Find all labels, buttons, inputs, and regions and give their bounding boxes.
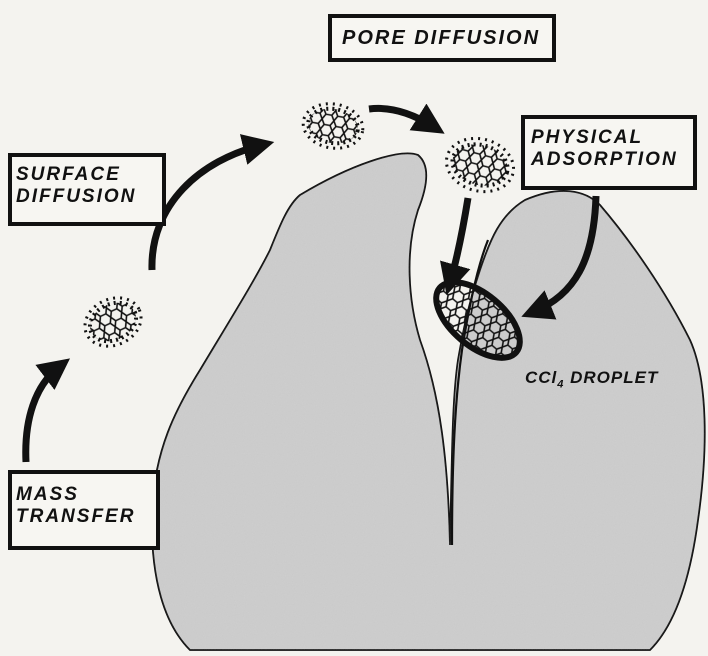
surface-diffusion-label: SURFACE DIFFUSION: [8, 153, 166, 226]
physical-adsorption-label: PHYSICAL ADSORPTION: [521, 115, 697, 190]
arrow-into-pore: [450, 198, 468, 283]
ccl4-droplet-label: CCl4 DROPLET: [525, 368, 658, 390]
arrow-mass-transfer: [26, 366, 60, 462]
arrow-pore-diffusion: [369, 108, 434, 127]
molecule-2: [300, 99, 367, 153]
arrow-surface-diffusion: [152, 145, 262, 270]
molecule-3: [440, 131, 519, 199]
pore-diffusion-label: PORE DIFFUSION: [328, 14, 556, 62]
mass-transfer-label: MASS TRANSFER: [8, 470, 160, 550]
molecule-1: [77, 289, 149, 355]
